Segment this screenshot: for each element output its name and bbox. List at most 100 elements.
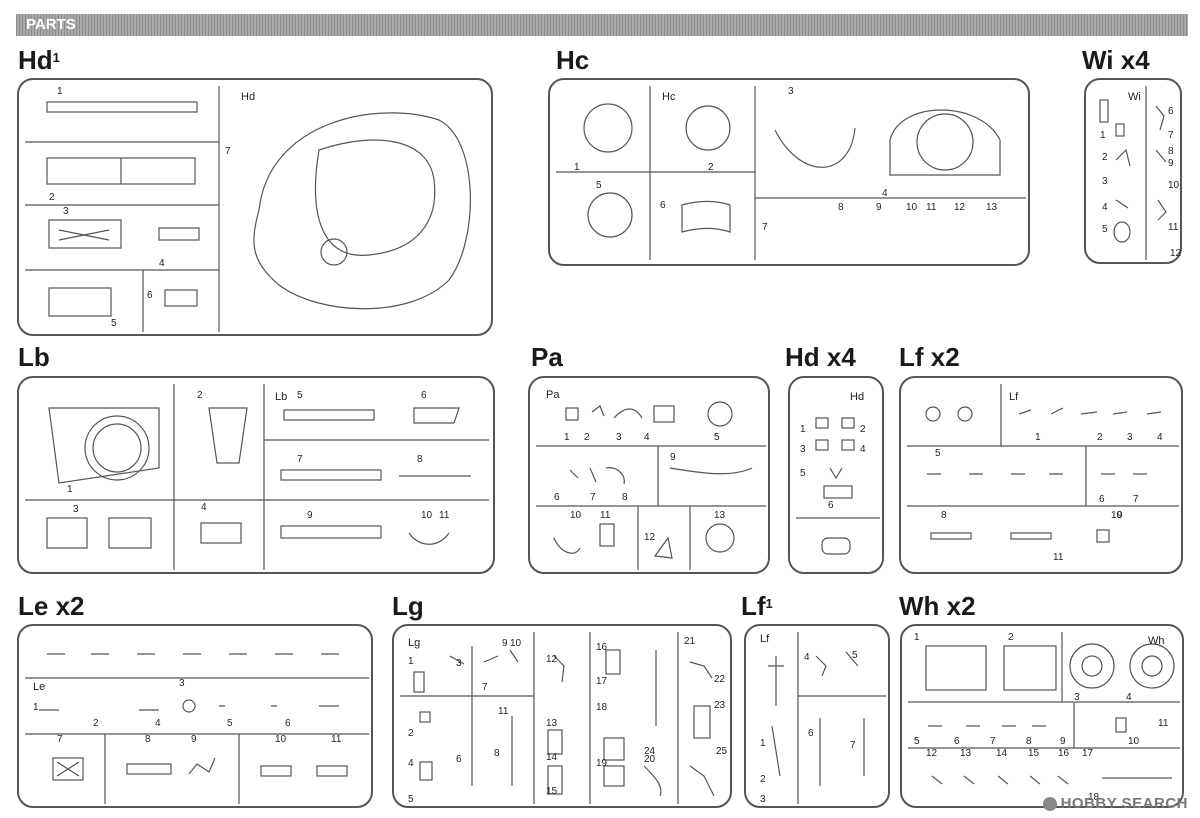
part-number-label: 3 [456,658,462,669]
part-number-label: 25 [716,746,728,757]
part-number-label: 13 [546,718,558,729]
sprue-title-lb: Lb [18,342,50,372]
part-number-label: 10 [1111,510,1123,521]
part-number-label: 4 [159,258,165,269]
part-number-label: 4 [882,188,888,199]
part-number-label: 3 [760,794,766,805]
sprue-tag-lg: Lg [408,637,420,649]
part-number-label: 11 [1168,222,1179,233]
sprue-tag-le: Le [33,681,45,693]
part-number-label: 3 [1127,432,1133,443]
part-number-label: 9 [502,638,508,649]
part-number-label: 13 [960,748,972,759]
part-number-label: 10 [1168,180,1180,191]
part-number-label: 6 [1168,106,1174,117]
part-number-label: 5 [800,468,806,479]
part-number-label: 3 [616,432,622,443]
part-number-label: 23 [714,700,726,711]
sprue-tag-pa: Pa [546,389,560,401]
part-number-label: 3 [800,444,806,455]
sprue-tag-lf1: Lf [760,633,770,645]
part-number-label: 6 [660,200,666,211]
part-number-label: 12 [546,654,558,665]
part-number-label: 4 [1102,202,1108,213]
part-number-label: 18 [1088,792,1100,803]
part-number-label: 21 [684,636,696,647]
part-number-label: 1 [914,632,920,643]
part-number-label: 16 [596,642,608,653]
part-number-label: 8 [838,202,844,213]
part-number-label: 4 [155,718,161,729]
part-number-label: 2 [860,424,866,435]
part-number-label: 10 [1128,736,1140,747]
part-number-label: 5 [297,390,303,401]
part-number-label: 5 [1102,224,1108,235]
part-number-label: 7 [590,492,596,503]
part-number-label: 3 [1102,176,1108,187]
part-number-label: 2 [584,432,590,443]
sprue-title-hc: Hc [556,45,590,75]
part-number-label: 12 [926,748,938,759]
part-number-label: 1 [408,656,414,667]
part-number-label: 7 [482,682,488,693]
part-number-label: 1 [760,738,766,749]
part-number-label: 9 [876,202,882,213]
part-number-label: 5 [935,448,941,459]
part-number-label: 4 [201,502,207,513]
part-number-label: 2 [1102,152,1108,163]
part-number-label: 15 [1028,748,1040,759]
part-number-label: 2 [708,162,714,173]
part-number-label: 19 [596,758,608,769]
part-number-label: 13 [986,202,998,213]
sprue-tag-hd1: Hd [241,91,255,103]
part-number-label: 7 [1133,494,1139,505]
part-number-label: 11 [439,510,450,521]
part-number-label: 3 [788,86,794,97]
part-number-label: 14 [546,752,558,763]
part-number-label: 2 [197,390,203,401]
part-number-label: 24 [644,746,656,757]
sprue-tag-lf: Lf [1009,391,1019,403]
sprue-tag-hd: Hd [850,391,864,403]
part-number-label: 9 [670,452,676,463]
sprue-title-pa: Pa [531,342,563,372]
parts-header-title: PARTS [26,16,76,33]
part-number-label: 1 [1100,130,1106,141]
sprue-tag-wh: Wh [1148,635,1165,647]
part-number-label: 6 [808,728,814,739]
parts-header-banner: PARTS [16,14,1188,36]
part-number-label: 5 [111,318,117,329]
part-number-label: 11 [926,202,937,213]
part-number-label: 11 [1158,718,1169,729]
part-number-label: 5 [714,432,720,443]
part-number-label: 7 [762,222,768,233]
part-number-label: 17 [596,676,608,687]
part-number-label: 6 [456,754,462,765]
part-number-label: 10 [570,510,582,521]
part-number-label: 10 [906,202,918,213]
part-number-label: 9 [1117,510,1123,521]
part-number-label: 8 [417,454,423,465]
part-number-label: 12 [1170,248,1182,259]
part-number-label: 1 [574,162,580,173]
part-number-label: 11 [498,706,509,717]
part-number-label: 14 [996,748,1008,759]
part-number-label: 4 [408,758,414,769]
part-number-label: 4 [644,432,650,443]
part-number-label: 12 [644,532,656,543]
part-number-label: 8 [941,510,947,521]
